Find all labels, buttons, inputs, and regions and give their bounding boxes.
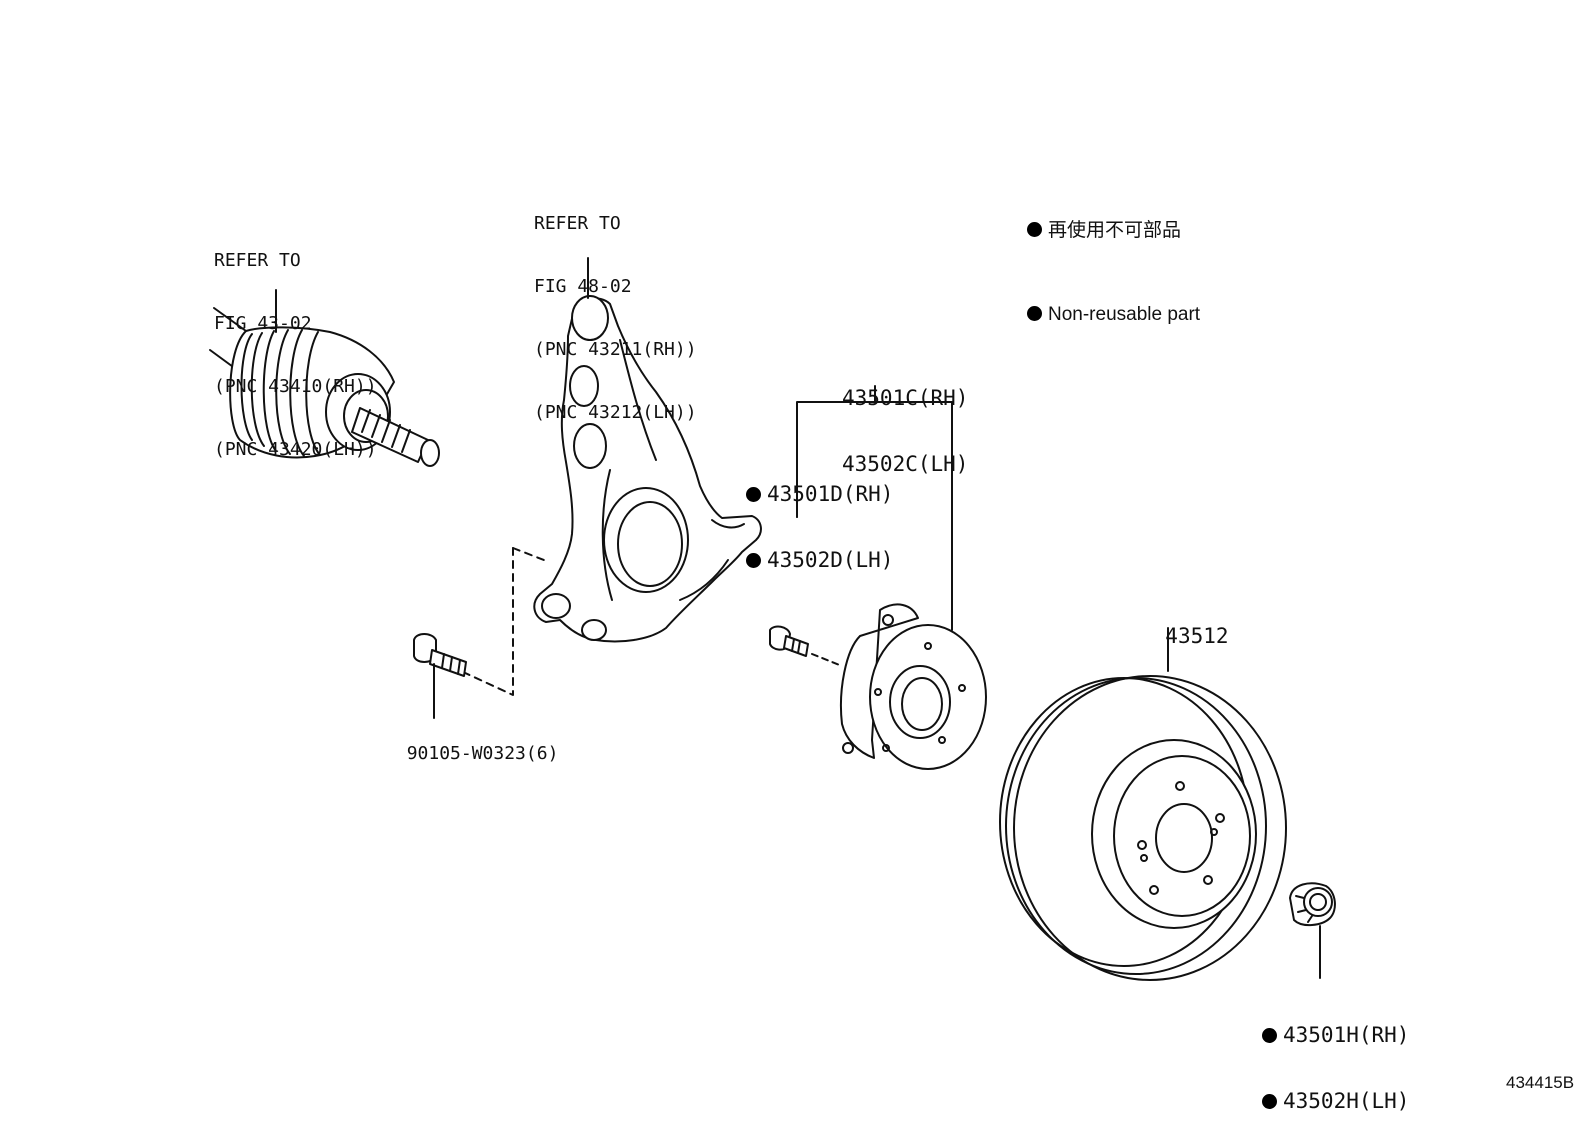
part-row: 43502D(LH) [746, 549, 893, 571]
hub-bolt-drawing [769, 625, 809, 657]
part-number: 90105-W0323(6) [406, 743, 559, 764]
part-row: 43501H(RH) [1262, 1024, 1409, 1046]
bolt-mount-dash [462, 547, 514, 696]
steering-knuckle-drawing [533, 295, 762, 643]
hub-bolt-dash [811, 653, 843, 667]
hub-part-label: 43501C(RH) 43502C(LH) [842, 343, 968, 497]
ref-line: (PNC 43410(RH)) [214, 376, 377, 397]
part-number: 43502C(LH) [842, 452, 969, 476]
bullet-icon [1027, 306, 1042, 321]
drive-shaft-reference: REFER TO FIG 43-02 (PNC 43410(RH)) (PNC … [214, 208, 377, 481]
bullet-icon [1027, 222, 1042, 237]
part-number: 43502D(LH) [767, 548, 894, 572]
rotor-part-label: 43512 [1140, 603, 1229, 648]
legend-japanese-text: 再使用不可部品 [1048, 220, 1182, 241]
hub-bearing-drawing [839, 603, 987, 770]
hub-nut-drawing [1289, 882, 1336, 926]
non-reusable-icon [746, 487, 761, 502]
legend-english-text: Non-reusable part [1048, 304, 1201, 325]
knuckle-bolt-drawing [413, 633, 467, 677]
ref-line: REFER TO [214, 250, 301, 271]
non-reusable-icon [1262, 1028, 1277, 1043]
knuckle-bolt-part-label: 90105-W0323(6) [385, 722, 559, 764]
parts-diagram: 再使用不可部品 Non-reusable part REFER TO FIG 4… [209, 161, 1575, 1112]
nut-part-label: 43501H(RH) 43502H(LH) [1262, 980, 1409, 1134]
drive-shaft-drawing [209, 307, 440, 467]
ref-line: (PNC 43211(RH)) [534, 339, 697, 360]
part-number: 43501C(RH) [842, 386, 969, 410]
hub-bolt-part-label: 43501D(RH) 43502D(LH) [746, 439, 893, 593]
knuckle-mount-dash [512, 547, 550, 563]
legend-row-japanese: 再使用不可部品 [1027, 217, 1200, 245]
ref-line: (PNC 43212(LH)) [534, 402, 697, 423]
ref-line: (PNC 43420(LH)) [214, 439, 377, 460]
part-row: 43501D(RH) [746, 483, 893, 505]
part-number: 43512 [1165, 624, 1229, 648]
legend-row-english: Non-reusable part [1027, 301, 1200, 329]
brake-rotor-drawing [999, 675, 1287, 981]
part-number: 43501H(RH) [1283, 1023, 1410, 1047]
ref-line: REFER TO [534, 213, 621, 234]
ref-line: FIG 48-02 [534, 276, 632, 297]
non-reusable-icon [746, 553, 761, 568]
part-number: 43502H(LH) [1283, 1089, 1410, 1113]
part-row: 43502H(LH) [1262, 1090, 1409, 1112]
diagram-drawing [209, 257, 1336, 981]
legend: 再使用不可部品 Non-reusable part [1027, 161, 1200, 357]
knuckle-reference: REFER TO FIG 48-02 (PNC 43211(RH)) (PNC … [534, 171, 697, 444]
part-number: 43501D(RH) [767, 482, 894, 506]
non-reusable-icon [1262, 1094, 1277, 1109]
ref-line: FIG 43-02 [214, 313, 312, 334]
figure-reference-code: 434415B [1506, 1073, 1575, 1092]
